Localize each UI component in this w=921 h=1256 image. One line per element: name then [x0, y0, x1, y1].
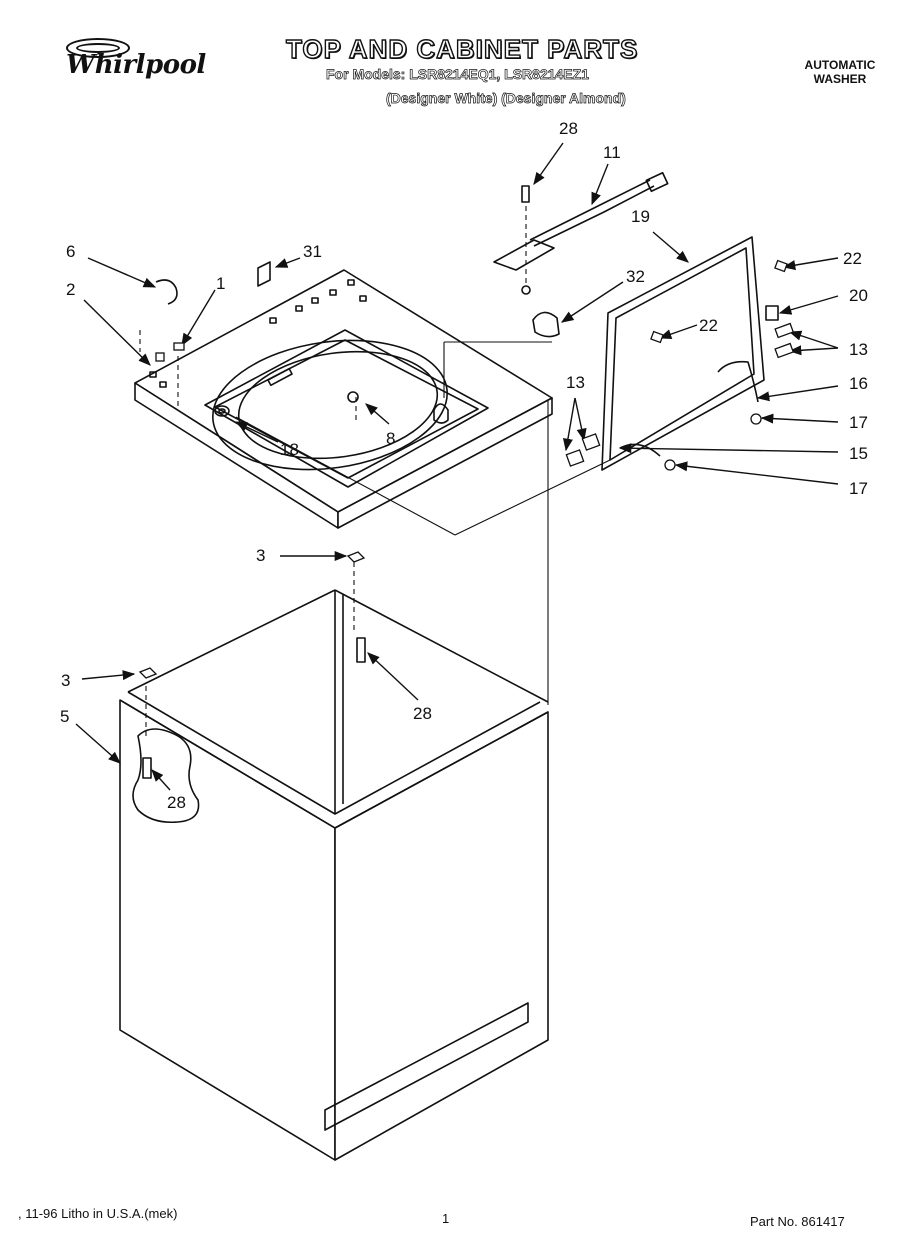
screw-22b [650, 330, 664, 344]
console-back-panel [601, 236, 779, 471]
callout-19: 19 [631, 207, 650, 226]
callout-15: 15 [849, 444, 868, 463]
callout-13-left: 13 [566, 373, 585, 392]
callout-3-upper: 3 [256, 546, 265, 565]
callout-16: 16 [849, 374, 868, 393]
nut-17a [750, 413, 762, 425]
callout-22-top: 22 [843, 249, 862, 268]
valve-13d [581, 433, 601, 451]
callout-labels: 28 11 19 6 31 1 2 32 22 20 22 13 16 13 1… [60, 119, 868, 812]
callout-20: 20 [849, 286, 868, 305]
callout-arrows [75, 142, 839, 791]
page-number: 1 [442, 1211, 450, 1226]
valve-13a [774, 322, 795, 339]
callout-1: 1 [216, 274, 225, 293]
callout-17-bottom: 17 [849, 479, 868, 498]
callout-31: 31 [303, 242, 322, 261]
callout-8: 8 [386, 429, 395, 448]
product-type-line2: WASHER [813, 72, 867, 86]
valve-13c [565, 449, 585, 467]
small-parts [138, 259, 795, 679]
callout-17-top: 17 [849, 413, 868, 432]
callout-18: 18 [280, 440, 299, 459]
models-colors: (Designer White) (Designer Almond) [386, 90, 627, 107]
callout-11: 11 [603, 143, 621, 162]
clip-1 [173, 342, 185, 351]
page-title: TOP AND CABINET PARTS [285, 33, 639, 64]
part-number: Part No. 861417 [750, 1214, 845, 1229]
callout-28-bottom: 28 [167, 793, 186, 812]
callout-2: 2 [66, 280, 75, 299]
washer-clip-3b [138, 667, 158, 679]
callout-6: 6 [66, 242, 75, 261]
callout-5: 5 [60, 707, 69, 726]
callout-3-lower: 3 [61, 671, 70, 690]
product-type: AUTOMATIC WASHER [790, 58, 890, 86]
callout-28-middle: 28 [413, 704, 432, 723]
product-type-line1: AUTOMATIC [804, 58, 876, 72]
washer-cabinet [119, 589, 549, 1161]
screw-22a [774, 259, 788, 273]
callout-28-top: 28 [559, 119, 578, 138]
models-line: For Models: LSR8214EQ1, LSR8214EZ1 [326, 66, 590, 83]
litho-note: , 11-96 Litho in U.S.A.(mek) [18, 1206, 178, 1221]
callout-22-mid: 22 [699, 316, 718, 335]
brand-name: Whirlpool [66, 50, 206, 80]
washer-clip-3a [346, 551, 366, 563]
hidden-lines [139, 206, 527, 740]
callout-13-right: 13 [849, 340, 868, 359]
washer-top-panel [134, 269, 553, 529]
logo-swirl-icon [66, 38, 130, 58]
whirlpool-logo: Whirlpool [52, 36, 212, 90]
callout-32: 32 [626, 267, 645, 286]
nut-17b [664, 459, 676, 471]
plug-2 [155, 352, 165, 362]
assembly-lines [235, 341, 611, 705]
valve-13b [774, 342, 795, 359]
